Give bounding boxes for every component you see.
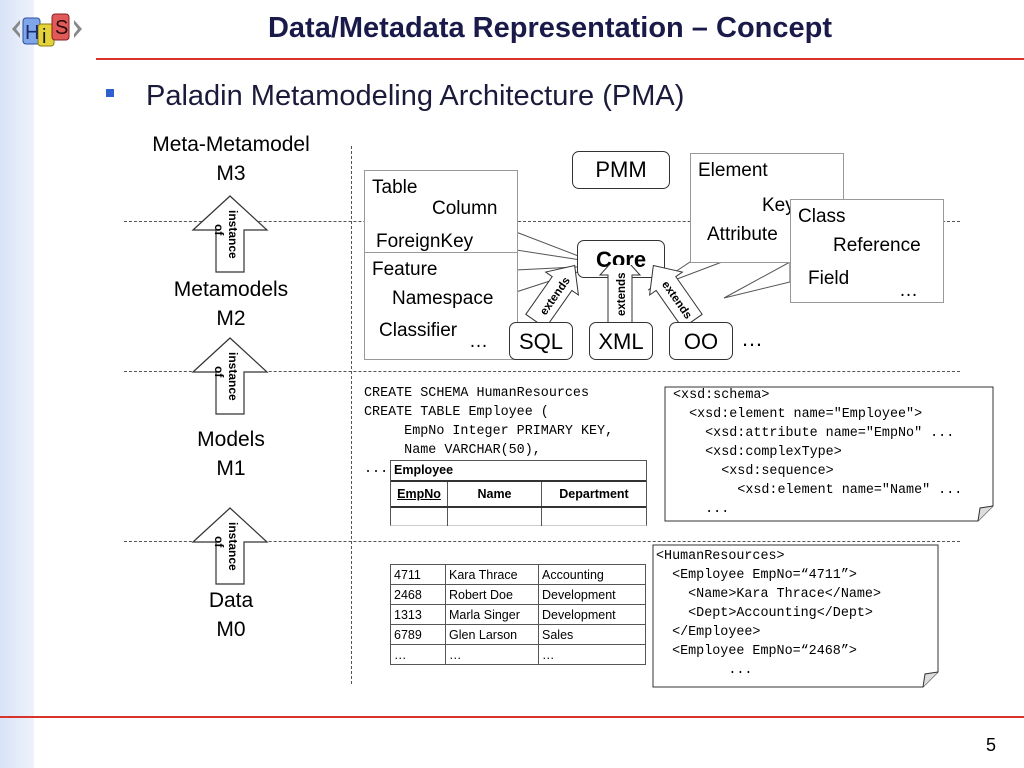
- instance-of-arrow-m2-m3: instance of: [191, 195, 269, 273]
- class-callout: Class Reference Field …: [790, 199, 944, 303]
- employee-data-table: 4711 Kara Thrace Accounting 2468 Robert …: [390, 564, 646, 665]
- namespace-label: Namespace: [392, 288, 494, 309]
- page-number: 5: [985, 735, 996, 755]
- cell-empno: 4711: [390, 564, 446, 585]
- level-m3-label: Meta-Metamodel M3: [131, 130, 331, 188]
- key-label: Key: [762, 195, 795, 216]
- svg-text:H: H: [25, 22, 39, 44]
- feature-ellipsis: …: [469, 331, 488, 352]
- cell-empno: …: [390, 644, 446, 665]
- xml-box: XML: [589, 322, 653, 360]
- svg-text:S: S: [55, 17, 68, 39]
- page-title: Data/Metadata Representation – Concept: [267, 12, 832, 44]
- header-department: Department: [559, 487, 629, 501]
- classifier-label: Classifier: [379, 320, 458, 341]
- level-separator-m3-m2: [124, 221, 960, 222]
- level-separator-m2-m1: [124, 371, 960, 372]
- cell-department: Sales: [538, 624, 646, 645]
- pmm-label: PMM: [595, 157, 647, 182]
- employee-table-header-row: EmpNo Name Department: [391, 482, 646, 508]
- his-logo: H i S: [8, 6, 86, 52]
- reference-label: Reference: [833, 235, 921, 256]
- cell-name: …: [445, 644, 539, 665]
- bullet-marker: [106, 89, 114, 97]
- feature-label: Feature: [372, 259, 438, 280]
- table-row: 4711 Kara Thrace Accounting: [390, 564, 646, 585]
- table-callout: Table Column ForeignKey: [364, 170, 518, 256]
- sql-schema-code: CREATE SCHEMA HumanResources CREATE TABL…: [364, 386, 614, 477]
- level-m0-code: M0: [216, 618, 246, 641]
- employee-schema-table: Employee EmpNo Name Department: [390, 460, 647, 526]
- level-m1-code: M1: [216, 457, 246, 480]
- field-label: Field: [808, 268, 850, 289]
- level-m3-code: M3: [216, 162, 246, 185]
- oo-box: OO: [669, 322, 733, 360]
- attribute-label: Attribute: [707, 224, 778, 245]
- employee-table-title: Employee: [391, 461, 646, 482]
- class-ellipsis: …: [899, 280, 918, 301]
- table-row: 2468 Robert Doe Development: [390, 584, 646, 605]
- level-m0-label: Data M0: [131, 586, 331, 644]
- xsd-schema-code: <xsd:schema> <xsd:element name="Employee…: [673, 388, 963, 517]
- cell-department: Accounting: [538, 564, 646, 585]
- of-label: of: [212, 536, 226, 548]
- column-label: Column: [432, 198, 498, 219]
- class-label: Class: [798, 206, 846, 227]
- table-label: Table: [372, 177, 418, 198]
- pmm-box: PMM: [572, 151, 670, 189]
- element-label: Element: [698, 160, 768, 181]
- extends-label-xml: extends: [616, 273, 628, 316]
- cell-empno: 1313: [390, 604, 446, 625]
- cell-department: …: [538, 644, 646, 665]
- level-m2-label: Metamodels M2: [131, 275, 331, 333]
- header-name: Name: [448, 482, 542, 506]
- level-m1-name: Models: [197, 428, 265, 451]
- level-m2-code: M2: [216, 307, 246, 330]
- instance-of-arrow-m1-m2: instance of: [191, 337, 269, 415]
- svg-text:i: i: [42, 26, 46, 48]
- xml-label: XML: [598, 329, 644, 354]
- bullet-text: Paladin Metamodeling Architecture (PMA): [146, 80, 685, 112]
- level-m0-name: Data: [208, 589, 254, 612]
- table-row: 6789 Glen Larson Sales: [390, 624, 646, 645]
- feature-callout: Feature Namespace Classifier …: [364, 252, 518, 360]
- cell-name: Marla Singer: [445, 604, 539, 625]
- instance-label: instance: [226, 522, 240, 571]
- cell-empno: 2468: [390, 584, 446, 605]
- sql-box: SQL: [509, 322, 573, 360]
- cell-department: Development: [538, 584, 646, 605]
- oo-label: OO: [683, 329, 719, 354]
- level-separator-m1-m0: [124, 541, 960, 542]
- level-m3-name: Meta-Metamodel: [152, 133, 310, 156]
- employee-table-empty-row: [391, 508, 646, 526]
- xsd-document-shape: [664, 386, 994, 522]
- level-m2-name: Metamodels: [173, 278, 289, 301]
- cell-empno: 6789: [390, 624, 446, 645]
- xml-data-code: <HumanResources> <Employee EmpNo=“4711”>…: [656, 549, 881, 678]
- instance-label: instance: [226, 210, 240, 259]
- vertical-separator: [351, 146, 352, 684]
- instance-of-arrow-m0-m1: instance of: [191, 507, 269, 585]
- level-m1-label: Models M1: [131, 425, 331, 483]
- cell-name: Robert Doe: [445, 584, 539, 605]
- cell-name: Glen Larson: [445, 624, 539, 645]
- m2-ellipsis: …: [741, 326, 763, 351]
- cell-department: Development: [538, 604, 646, 625]
- sql-label: SQL: [518, 329, 564, 354]
- footer-divider: [0, 716, 1024, 718]
- core-box: Core: [577, 240, 665, 278]
- extends-arrows: extends extends extends: [525, 265, 703, 329]
- of-label: of: [212, 224, 226, 236]
- table-row: 1313 Marla Singer Development: [390, 604, 646, 625]
- xml-document-shape: [652, 544, 939, 688]
- instance-label: instance: [226, 352, 240, 401]
- header-empno: EmpNo: [391, 482, 448, 506]
- foreignkey-label: ForeignKey: [376, 231, 474, 252]
- title-divider: [96, 58, 1024, 60]
- of-label: of: [212, 366, 226, 378]
- decorative-sidebar: [0, 0, 34, 768]
- cell-name: Kara Thrace: [445, 564, 539, 585]
- table-row: … … …: [390, 644, 646, 665]
